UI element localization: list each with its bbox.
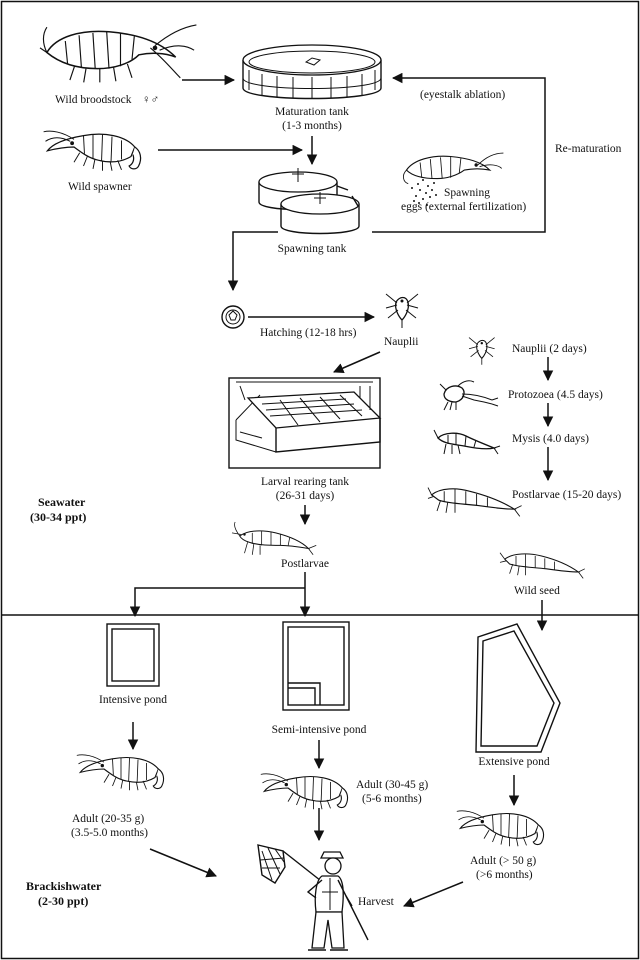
protozoea-stage-label: Protozoea (4.5 days) [508,389,603,401]
adult-intensive-shrimp-icon [76,754,165,791]
extensive-pond-label: Extensive pond [478,756,549,768]
fisherman-icon [257,844,369,951]
adult-intensive-to-harvest-arrow [149,848,217,878]
harvest-label: Harvest [358,896,395,908]
maturation-tank-label: Maturation tank [275,106,349,118]
wild-spawner-label: Wild spawner [68,181,132,193]
adult-intensive-weight: Adult (20-35 g) [72,813,144,825]
spawning-eggs-label: eggs (external fertilization) [401,201,526,213]
wild-broodstock-shrimp-icon [39,24,197,83]
nauplii-label: Nauplii [384,336,419,348]
eyestalk-ablation-label: (eyestalk ablation) [420,89,505,101]
brackishwater-label: Brackishwater [26,879,102,893]
sex-symbols-label: ♀♂ [142,94,159,106]
postlarvae-stage-icon [427,487,522,517]
wild-spawner-shrimp-icon [42,130,142,172]
mysis-stage-label: Mysis (4.0 days) [512,433,589,445]
nauplii-stage-icon [468,337,496,366]
nauplius-icon [385,293,419,329]
spawning-tank-icon [258,168,360,235]
spawning-label: Spawning [444,187,490,199]
postlarvae-to-intensive-arrow [129,587,305,618]
intensive-pond-icon [106,623,160,687]
postlarvae-shrimp-icon [231,521,317,555]
seawater-salinity: (30-34 ppt) [30,510,86,524]
re-maturation-label: Re-maturation [555,143,622,155]
semi-intensive-pond-label: Semi-intensive pond [272,724,367,736]
intensive-pond-label: Intensive pond [99,694,167,706]
spawning-shrimp-icon [403,152,504,185]
larval-rearing-tank-duration: (26-31 days) [276,490,335,502]
adult-extensive-duration: (>6 months) [476,869,533,881]
protozoea-icon [439,380,499,411]
nauplii-to-larval-tank-arrow [333,351,381,374]
extensive-pond-icon [475,623,561,753]
adult-extensive-weight: Adult (> 50 g) [470,855,536,867]
re-maturation-arrow [372,72,546,233]
nauplii-stage-label: Nauplii (2 days) [512,343,587,355]
adult-extensive-shrimp-icon [456,810,545,847]
seawater-label: Seawater [38,495,86,509]
maturation-tank-duration: (1-3 months) [282,120,342,132]
eggs-icon [411,179,437,206]
adult-extensive-to-harvest-arrow [403,881,464,908]
postlarvae-stage-label: Postlarvae (15-20 days) [512,489,621,501]
postlarvae-label: Postlarvae [281,558,329,570]
adult-semi-intensive-shrimp-icon [260,773,349,810]
larval-rearing-tank-label: Larval rearing tank [261,476,349,488]
wild-seed-shrimp-icon [499,552,585,579]
wild-seed-label: Wild seed [514,585,560,597]
adult-semi-intensive-weight: Adult (30-45 g) [356,779,428,791]
mysis-icon [433,429,501,455]
hatching-label: Hatching (12-18 hrs) [260,327,357,339]
wild-broodstock-label: Wild broodstock [55,94,132,106]
spawning-tank-label: Spawning tank [278,243,347,255]
spawning-to-hatching-arrow [227,231,278,292]
brackishwater-salinity: (2-30 ppt) [38,894,88,908]
semi-intensive-pond-icon [282,621,350,711]
adult-intensive-duration: (3.5-5.0 months) [71,827,148,839]
larval-rearing-tank-icon [228,377,382,469]
maturation-tank-icon [242,44,382,100]
adult-semi-intensive-duration: (5-6 months) [362,793,422,805]
egg-icon [221,305,245,329]
